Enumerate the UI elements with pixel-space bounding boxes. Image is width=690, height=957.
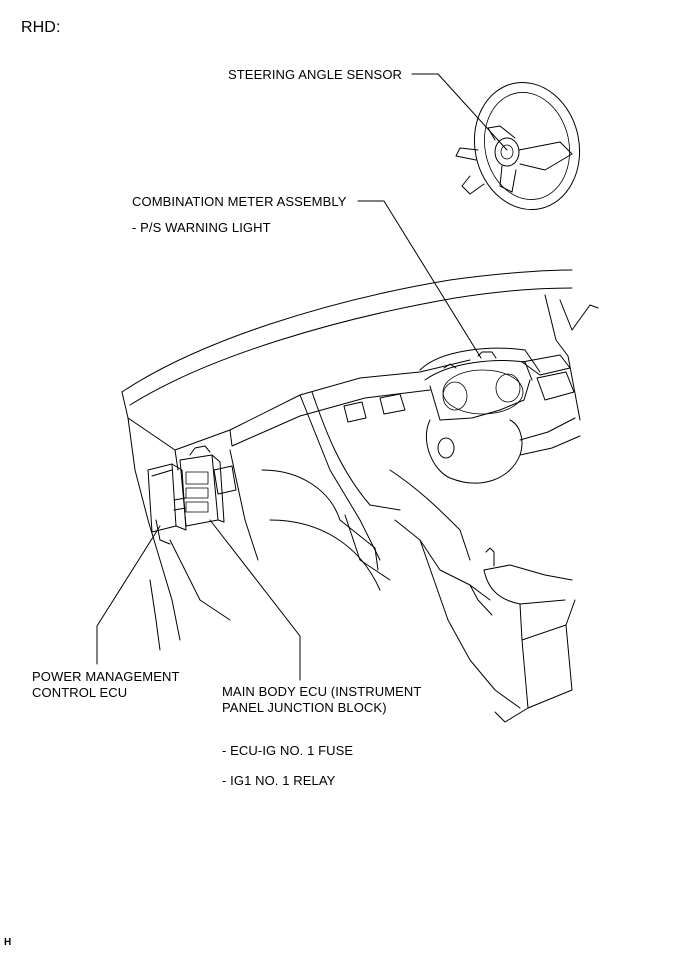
leader-lines [96, 73, 508, 681]
label-ecu-ig-fuse: - ECU-IG NO. 1 FUSE [222, 743, 354, 758]
label-power-management-line1: POWER MANAGEMENT [32, 669, 180, 684]
label-main-body-ecu-line2: PANEL JUNCTION BLOCK) [222, 700, 387, 715]
label-main-body-ecu-line1: MAIN BODY ECU (INSTRUMENT [222, 684, 422, 699]
ecu-modules-illustration [147, 445, 225, 545]
region-header: RHD: [21, 19, 61, 36]
label-combination-meter-assembly: COMBINATION METER ASSEMBLY [132, 194, 347, 209]
label-power-management-line2: CONTROL ECU [32, 685, 128, 700]
label-ps-warning-light: - P/S WARNING LIGHT [132, 220, 271, 235]
steering-wheel-illustration [455, 81, 581, 211]
label-steering-angle-sensor: STEERING ANGLE SENSOR [228, 67, 403, 82]
dashboard-illustration [121, 269, 599, 723]
label-ig1-relay: - IG1 NO. 1 RELAY [222, 773, 336, 788]
footer-code: H [4, 937, 12, 948]
